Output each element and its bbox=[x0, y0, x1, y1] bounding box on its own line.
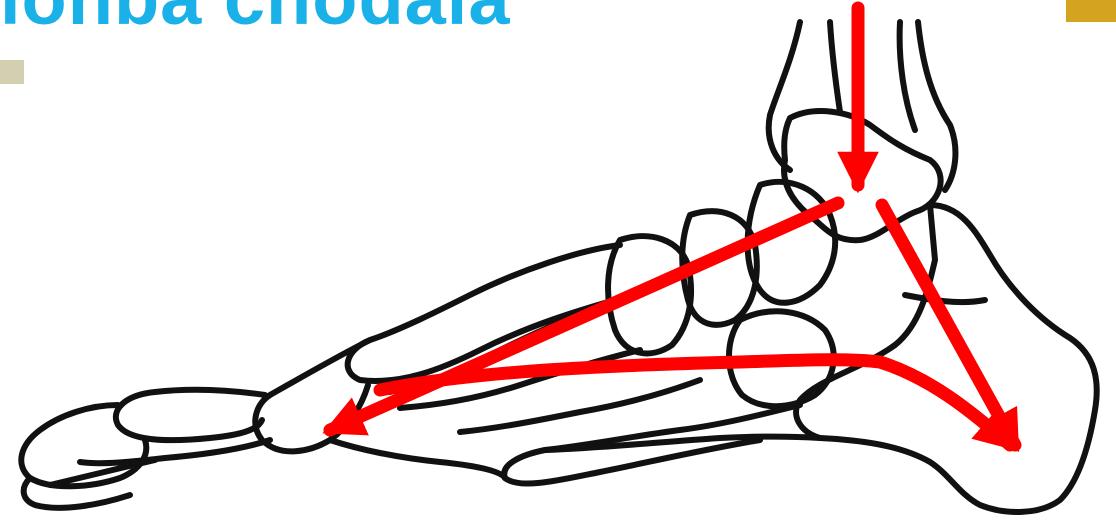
foot-skeleton bbox=[21, 22, 1096, 512]
metatarsal-4 bbox=[460, 380, 700, 432]
tibia-inner-line bbox=[830, 22, 840, 112]
calcaneus-inner bbox=[905, 295, 985, 302]
fibula-inner-line bbox=[900, 22, 915, 130]
arrow-to-forefoot bbox=[330, 203, 838, 430]
force-arrows bbox=[330, 8, 1015, 445]
toe-phalanges-2 bbox=[116, 390, 265, 440]
toe-phalanges-3 bbox=[80, 440, 270, 463]
arrow-to-heel bbox=[882, 205, 1015, 445]
forefoot-lower bbox=[330, 440, 505, 478]
